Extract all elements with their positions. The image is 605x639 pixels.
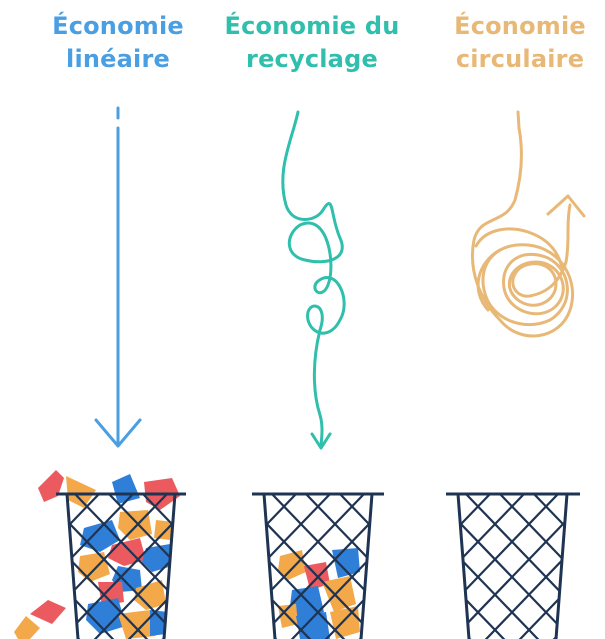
title-economie-lineaire: Économie linéaire [18,10,218,76]
basket-mesh-line [374,494,534,639]
basket-mesh-line [264,494,297,639]
basket-mesh-line [458,494,567,639]
basket-mesh-line [533,494,567,639]
basket-mesh-line [67,494,100,639]
basket-mesh-line [458,494,567,639]
title-circulaire-line-2: circulaire [455,45,585,73]
title-lineaire-line-2: linéaire [66,45,170,73]
basket-mesh-line [458,494,491,639]
basket-mesh-line [305,494,372,639]
basket-mesh-line [264,494,331,639]
basket-mesh-line [568,494,605,639]
basket-mesh-line [305,494,372,639]
basket-mesh-line [142,494,175,639]
basket-mesh-line [264,494,365,639]
title-lineaire-line-1: Économie [52,12,184,40]
basket-mesh-line [67,494,134,639]
basket-mesh-line [108,494,175,639]
waste-pile-partial [278,548,360,639]
title-recyclage-line-2: recyclage [246,45,378,73]
basket-mesh-line [108,494,175,639]
basket-mesh-line [67,494,134,639]
basket-mesh-line [458,494,525,639]
basket-mesh-line [264,494,331,639]
basket-mesh-line [499,494,567,639]
basket-mesh-line [339,494,372,639]
basket-mesh-line [458,494,559,639]
title-economie-circulaire: Économie circulaire [420,10,605,76]
title-economie-recyclage: Économie du recyclage [212,10,412,76]
loop-arrow-icon [281,110,346,450]
scribble-circle-arrow-icon [470,110,586,338]
basket-mesh-line [67,494,168,639]
basket-mesh-line [465,494,567,639]
basket-mesh-line [568,494,605,639]
basket-mesh-line [499,494,567,639]
basket-mesh-line [374,494,534,639]
basket-mesh-line [533,494,567,639]
basket-mesh-line [458,494,525,639]
straight-arrow-icon [94,106,142,448]
waste-pile-full [14,470,180,639]
basket-mesh-line [458,494,559,639]
title-circulaire-line-1: Économie [454,12,586,40]
basket-mesh-line [74,494,175,639]
basket-mesh-line [271,494,372,639]
title-recyclage-line-1: Économie du [224,12,400,40]
